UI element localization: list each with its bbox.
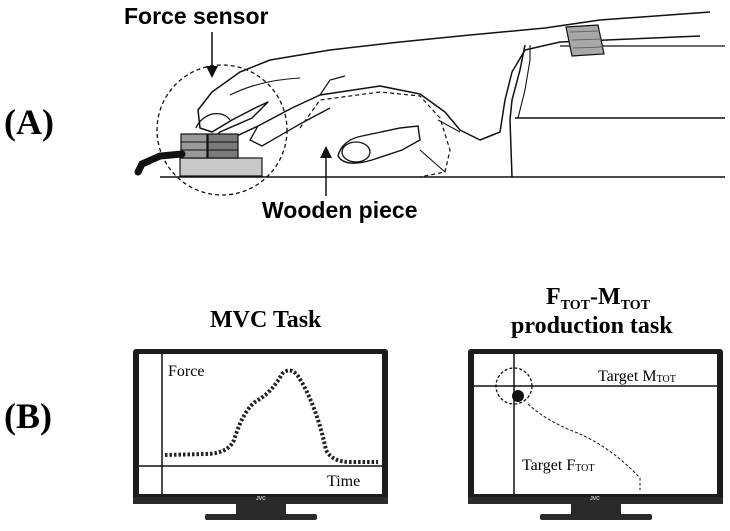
palm-line (437, 119, 461, 133)
title-line2: production task (511, 313, 673, 339)
index-finger-line (229, 77, 301, 96)
target-f-label: Target FTOT (522, 457, 595, 474)
mvc-monitor-bezel (133, 497, 388, 504)
title-m-sub: TOT (621, 298, 651, 313)
production-monitor-stand-base (540, 514, 652, 520)
mvc-force-curve (164, 368, 378, 464)
thumb (337, 125, 421, 164)
production-monitor-screen (474, 354, 717, 494)
target-m-label: Target MTOT (598, 368, 676, 385)
title-f-sub: TOT (561, 298, 591, 313)
mvc-monitor: JVC Force Time (133, 349, 388, 520)
title-m: M (598, 284, 621, 310)
velcro-strap (565, 24, 605, 57)
hand-illustration (197, 11, 711, 143)
brace-edge (509, 44, 526, 178)
force-sensor-arrowhead (206, 66, 218, 78)
mvc-brand-logo: JVC (256, 496, 266, 502)
sensor-highlight-circle (156, 64, 288, 196)
wooden-piece-arrowhead (320, 146, 332, 158)
thumb-nail (341, 141, 371, 163)
wooden-piece-label: Wooden piece (262, 197, 418, 223)
panel-a-label: (A) (4, 102, 54, 142)
svg-text:FTOT-MTOT: FTOT-MTOT (546, 284, 651, 313)
cursor-dot (512, 390, 524, 402)
finger-line (249, 107, 331, 147)
target-zone-circle (495, 367, 533, 405)
brace-inner (517, 45, 531, 119)
mvc-monitor-screen (139, 354, 382, 494)
title-dash: - (590, 284, 598, 310)
cursor-trajectory (527, 403, 641, 490)
force-sensor-1 (180, 133, 208, 159)
production-brand-logo: JVC (590, 496, 600, 502)
sensor-base (179, 157, 263, 177)
panel-a: (A) (4, 3, 725, 223)
mvc-task-title: MVC Task (210, 307, 322, 333)
production-task-title: FTOT-MTOT production task (511, 284, 673, 339)
force-sensor-2 (207, 133, 239, 159)
production-monitor: JVC Target MTOT Target FTOT (468, 349, 723, 520)
sensor-cable (134, 150, 186, 176)
mvc-monitor-stand-base (205, 514, 317, 520)
production-monitor-bezel (468, 497, 723, 504)
mvc-time-label: Time (327, 473, 360, 490)
panel-b: (B) MVC Task JVC Force Time FTOT-MTOT pr… (4, 284, 723, 520)
mvc-force-label: Force (168, 363, 204, 380)
force-sensor-label: Force sensor (124, 3, 268, 29)
palm-line-2 (419, 149, 446, 173)
production-monitor-stand (571, 504, 621, 516)
mvc-monitor-stand (236, 504, 286, 516)
wooden-piece-outline (299, 91, 451, 178)
fingertip-1 (195, 112, 231, 129)
knuckle-line (319, 75, 346, 96)
panel-b-label: (B) (4, 396, 52, 436)
title-f: F (546, 284, 561, 310)
